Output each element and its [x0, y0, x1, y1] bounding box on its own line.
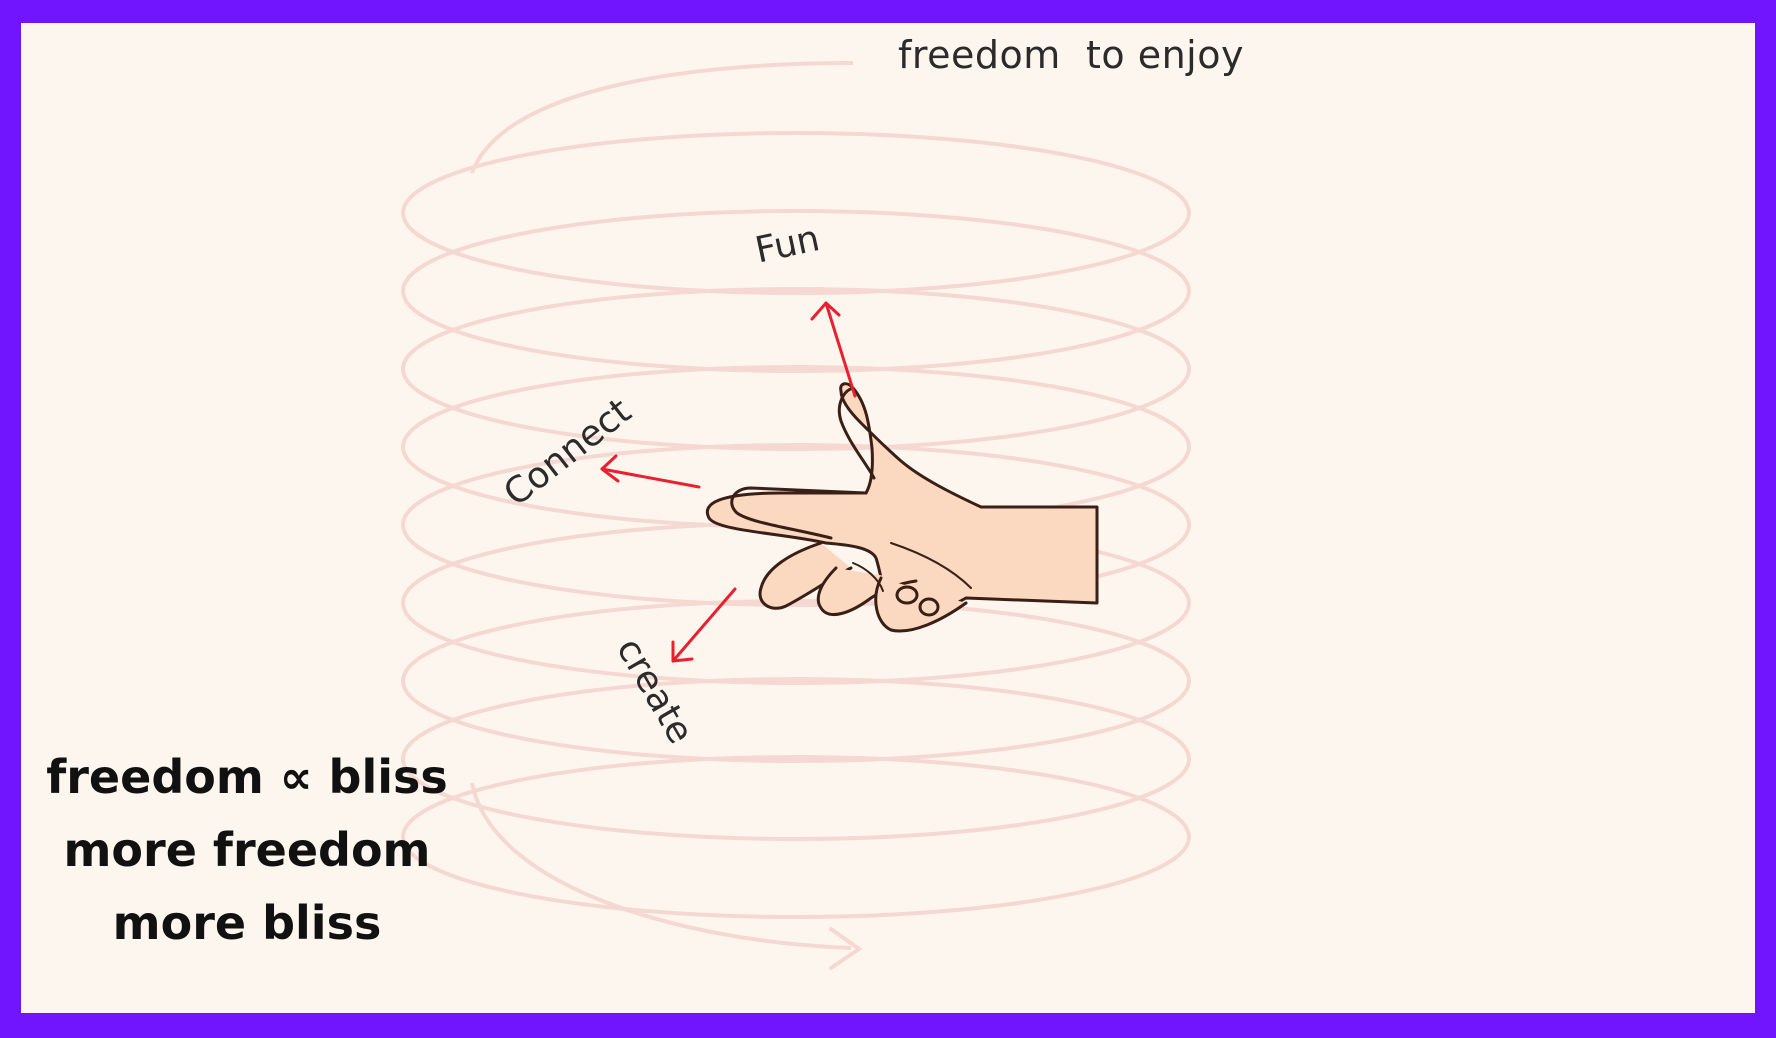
- arrow-create: [671, 587, 737, 663]
- arrow-connect: [600, 454, 701, 489]
- spiral-end-arrowhead: [829, 927, 863, 970]
- spiral-coil: [401, 209, 1191, 373]
- formula-line-2: more freedom: [63, 823, 431, 877]
- top-label: freedom to enjoy: [898, 33, 1244, 77]
- hand-pointing-icon: [705, 382, 1099, 633]
- spiral-start-stroke: [470, 61, 854, 174]
- spiral-illustration: [401, 61, 1191, 970]
- arrow-fun: [810, 301, 857, 398]
- spiral-coil: [401, 677, 1191, 841]
- formula-line-3: more bliss: [112, 896, 382, 950]
- spiral-coil: [401, 287, 1191, 451]
- formula-line-1: freedom ∝ bliss: [46, 750, 448, 804]
- spiral-coil: [401, 443, 1191, 607]
- spiral-end-stroke: [470, 782, 852, 950]
- formula-block: freedom ∝ bliss more freedom more bliss: [31, 741, 463, 960]
- slide-frame: freedom to enjoy Fun Connect create free…: [21, 23, 1755, 1013]
- spiral-coil: [401, 131, 1191, 295]
- direction-arrows: [600, 301, 857, 663]
- spiral-coil: [401, 755, 1191, 919]
